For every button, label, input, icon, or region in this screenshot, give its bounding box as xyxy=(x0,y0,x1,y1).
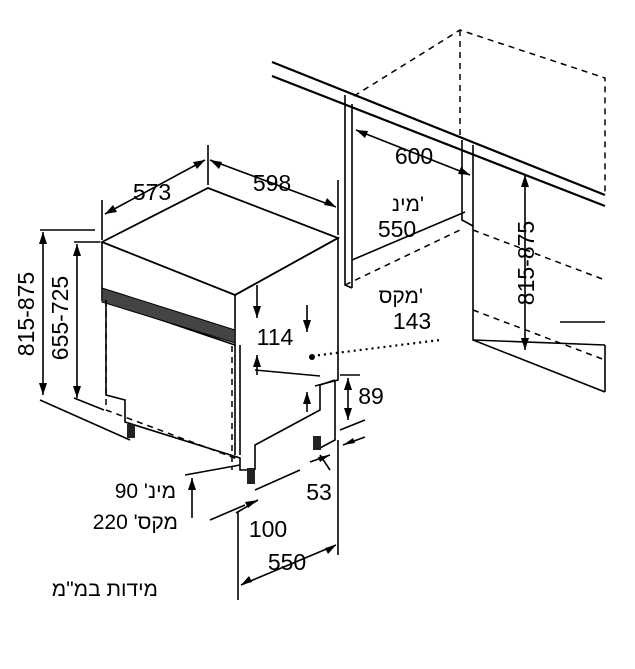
max-label: מקס' xyxy=(379,285,423,308)
min-90-label: מינ' 90 xyxy=(115,480,176,503)
dim-89-label: 89 xyxy=(358,383,384,409)
units-note: מידות במ"מ xyxy=(52,578,158,601)
depth-550-bottom-label: 550 xyxy=(268,549,306,575)
max-143-label: 143 xyxy=(393,308,431,334)
dim-100-label: 100 xyxy=(249,516,287,542)
depth-573-label: 573 xyxy=(133,179,171,205)
foot-front-left xyxy=(127,424,135,438)
niche-height-815-875-label: 815-875 xyxy=(513,221,539,305)
max-220-label: מקס' 220 xyxy=(93,511,178,534)
dimension-lines xyxy=(39,129,529,600)
min-label: מינ' xyxy=(392,193,424,216)
dim-114-label: 114 xyxy=(257,324,294,350)
dim-53-label: 53 xyxy=(306,479,332,505)
height-815-875-left-label: 815-875 xyxy=(13,272,39,356)
dishwasher-body xyxy=(99,187,441,484)
width-598-label: 598 xyxy=(253,170,291,196)
foot-rear-right xyxy=(313,436,321,450)
cabinet-niche xyxy=(271,29,606,393)
height-655-725-label: 655-725 xyxy=(47,276,73,360)
niche-depth-550-label: 550 xyxy=(378,216,416,242)
niche-width-600-label: 600 xyxy=(395,143,433,169)
foot-front-right xyxy=(247,468,255,484)
